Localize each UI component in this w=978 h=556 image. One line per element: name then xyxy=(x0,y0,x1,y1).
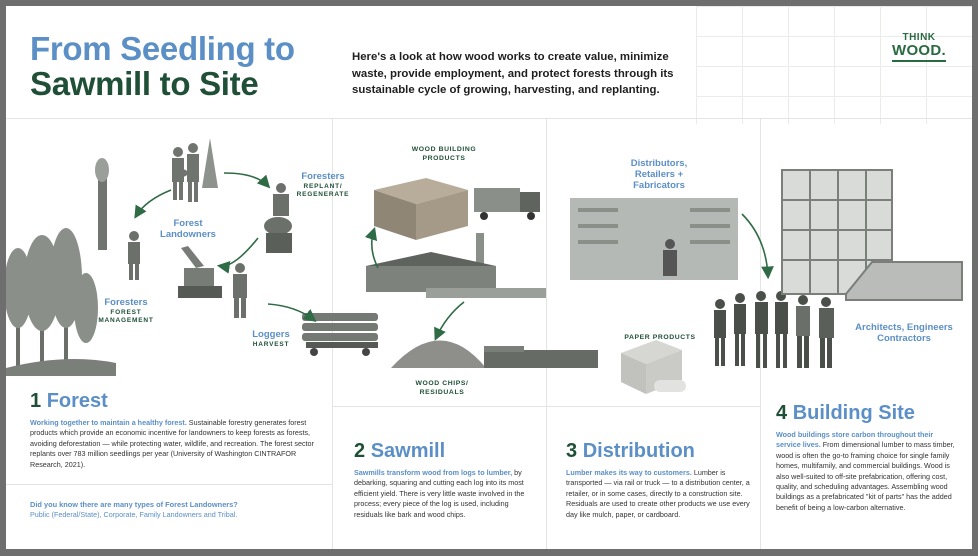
divider xyxy=(546,118,547,549)
divider xyxy=(6,484,332,485)
forest-management-sublabel: FOREST MANAGEMENT xyxy=(98,309,154,324)
wood-building-products-label: WOOD BUILDING PRODUCTS xyxy=(411,146,477,162)
page-title-line1: From Seedling to xyxy=(30,30,295,67)
paper-products-image xyxy=(621,340,686,394)
page-title-line2: Sawmill to Site xyxy=(30,65,259,102)
section-building-body: Wood buildings store carbon throughout t… xyxy=(776,430,955,512)
landowners-answer: Public (Federal/State), Corporate, Famil… xyxy=(30,510,238,519)
header-grid-decoration xyxy=(696,6,972,124)
loggers-label: Loggers xyxy=(252,329,290,340)
divider xyxy=(332,406,760,407)
intro-text: Here's a look at how wood works to creat… xyxy=(352,51,674,96)
wood-chip-pile-image xyxy=(391,340,486,368)
section-distribution-title: 3 Distribution xyxy=(566,440,695,462)
replant-regenerate-sublabel: REPLANT/ REGENERATE xyxy=(296,183,350,198)
harvester-machine-image xyxy=(178,246,222,298)
semi-truck-image xyxy=(474,188,540,220)
harvest-sublabel: HARVEST xyxy=(252,341,290,348)
landowners-question: Did you know there are many types of For… xyxy=(30,500,238,509)
section-sawmill-title: 2 Sawmill xyxy=(354,440,446,462)
planter-figure xyxy=(264,183,292,253)
building-construction-image xyxy=(781,169,963,301)
lumber-stack-image xyxy=(374,178,468,240)
section-building-title: 4 Building Site xyxy=(776,402,915,424)
logger-figure xyxy=(233,263,247,318)
forest-trees-image xyxy=(6,228,116,376)
warehouse-image xyxy=(570,198,738,280)
divider xyxy=(6,118,972,119)
section-forest-body: Working together to maintain a healthy f… xyxy=(30,418,314,469)
flow-arrows xyxy=(134,172,774,341)
section-sawmill-body: Sawmills transform wood from logs to lum… xyxy=(354,468,525,519)
wood-chips-residuals-label: WOOD CHIPS/ RESIDUALS xyxy=(415,380,469,396)
landowners-family-image xyxy=(172,138,218,202)
tree-trunk-image xyxy=(98,170,107,250)
sawmill-building-image xyxy=(366,233,546,298)
freight-train-image xyxy=(484,346,598,368)
section-forest-title: 1 Forest xyxy=(30,390,108,412)
infographic-poster: From Seedling to Sawmill to Site Here's … xyxy=(6,6,972,549)
logging-truck-image xyxy=(302,313,378,356)
foresters-replant-label: Foresters xyxy=(301,171,345,182)
process-illustration xyxy=(6,138,963,394)
people-group-image xyxy=(714,291,834,368)
foresters-management-label: Foresters xyxy=(104,297,148,308)
forester-figure xyxy=(128,231,140,280)
section-distribution-body: Lumber makes its way to customers. Lumbe… xyxy=(566,468,750,519)
paper-products-label: PAPER PRODUCTS xyxy=(624,334,696,341)
think-wood-logo: THINK WOOD. xyxy=(884,32,954,62)
distributors-label: Distributors, Retailers + Fabricators xyxy=(630,158,688,191)
forest-landowners-label: Forest Landowners xyxy=(160,218,216,240)
architects-label: Architects, Engineers Contractors xyxy=(855,322,953,344)
